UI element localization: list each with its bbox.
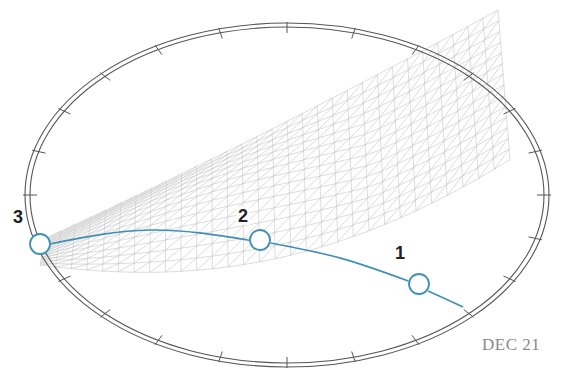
callout-number: 1 — [393, 244, 407, 262]
date-label: DEC 21 — [482, 336, 540, 353]
sun-path-segment — [51, 230, 249, 244]
mesh-lines — [40, 10, 510, 272]
ring-outline — [25, 23, 549, 367]
ring-ticks — [23, 22, 551, 368]
sun-position-marker: 1 — [408, 273, 430, 295]
sun-position-marker: 3 — [29, 233, 51, 255]
marker-outline — [29, 233, 51, 255]
wireframe-canopy — [40, 10, 510, 272]
callout-number: 2 — [236, 207, 250, 225]
callout-number: 3 — [11, 208, 25, 226]
sun-path-tail — [428, 291, 463, 307]
marker-outline — [408, 273, 430, 295]
marker-outline — [249, 229, 271, 251]
sun-path-segment — [271, 243, 409, 281]
compass-ring — [23, 22, 551, 368]
sun-position-marker: 2 — [249, 229, 271, 251]
